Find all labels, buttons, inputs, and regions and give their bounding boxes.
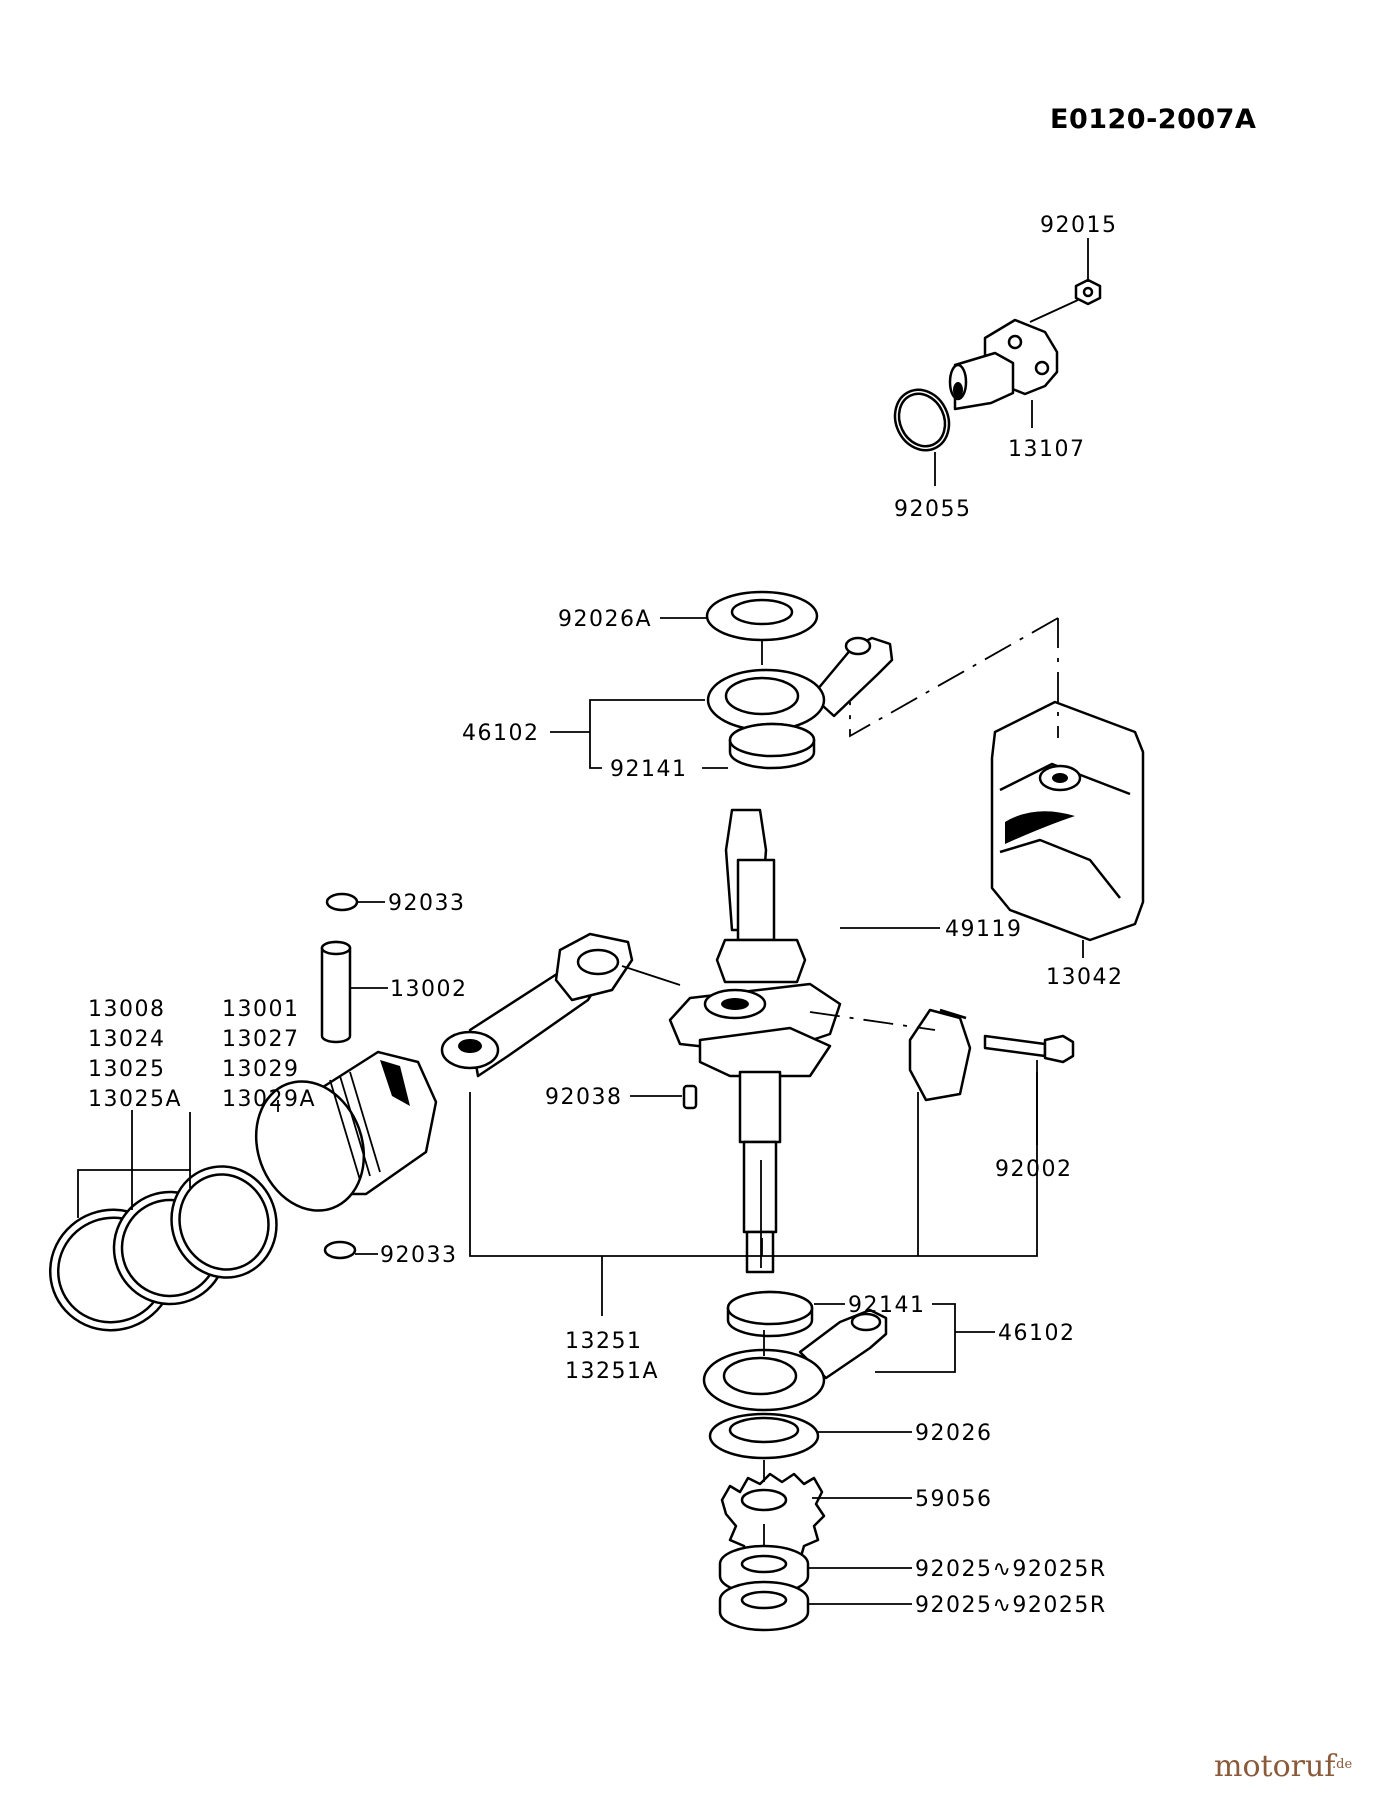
label-13029: 13029 xyxy=(222,1057,300,1082)
label-92025-1: 92025∿92025R xyxy=(915,1557,1107,1582)
label-92033-bot: 92033 xyxy=(380,1243,458,1268)
label-92055: 92055 xyxy=(894,497,972,522)
governor-assembly-drawing xyxy=(893,278,1102,452)
crankshaft-drawing xyxy=(668,808,842,1274)
label-13251A: 13251A xyxy=(565,1359,659,1384)
upper-balancer-drawing xyxy=(705,590,894,770)
label-46102-bot: 46102 xyxy=(998,1321,1076,1346)
label-13008: 13008 xyxy=(88,997,166,1022)
bracket-13251 xyxy=(469,1072,1038,1257)
label-49119: 49119 xyxy=(945,917,1023,942)
label-13251: 13251 xyxy=(565,1329,643,1354)
connecting-rod-drawing xyxy=(440,932,1075,1102)
label-46102-top: 46102 xyxy=(462,721,540,746)
label-13025: 13025 xyxy=(88,1057,166,1082)
label-92141-bot: 92141 xyxy=(848,1293,926,1318)
piston-assembly-drawing xyxy=(48,892,438,1332)
label-13029A: 13029A xyxy=(222,1087,316,1112)
bracket-46102-top xyxy=(589,699,705,769)
diagram-code: E0120-2007A xyxy=(1050,104,1256,135)
label-92026: 92026 xyxy=(915,1421,993,1446)
bracket-rings-outer xyxy=(77,1169,191,1218)
dash-line-upper xyxy=(849,617,1059,738)
label-92026A: 92026A xyxy=(558,607,652,632)
label-59056: 59056 xyxy=(915,1487,993,1512)
label-13025A: 13025A xyxy=(88,1087,182,1112)
label-92141-top: 92141 xyxy=(610,757,688,782)
label-92002: 92002 xyxy=(995,1157,1073,1182)
rod-to-crank-line xyxy=(621,965,681,986)
bracket-46102-bot xyxy=(875,1303,956,1373)
watermark-suffix: .de xyxy=(1332,1757,1352,1772)
label-13107: 13107 xyxy=(1008,437,1086,462)
label-92025-2: 92025∿92025R xyxy=(915,1593,1107,1618)
label-13042: 13042 xyxy=(1046,965,1124,990)
dash-line-lower xyxy=(809,1011,936,1031)
key-92038-drawing xyxy=(682,1084,698,1110)
label-13001: 13001 xyxy=(222,997,300,1022)
watermark-logo: motoruf .de xyxy=(1214,1749,1352,1784)
label-92038: 92038 xyxy=(545,1085,623,1110)
label-92015: 92015 xyxy=(1040,213,1118,238)
label-92033-top: 92033 xyxy=(388,891,466,916)
lower-balancer-drawing xyxy=(702,1290,888,1632)
watermark-brand: motoruf xyxy=(1214,1749,1337,1784)
housing-block-drawing xyxy=(990,700,1145,942)
label-13027: 13027 xyxy=(222,1027,300,1052)
label-13024: 13024 xyxy=(88,1027,166,1052)
label-13002: 13002 xyxy=(390,977,468,1002)
